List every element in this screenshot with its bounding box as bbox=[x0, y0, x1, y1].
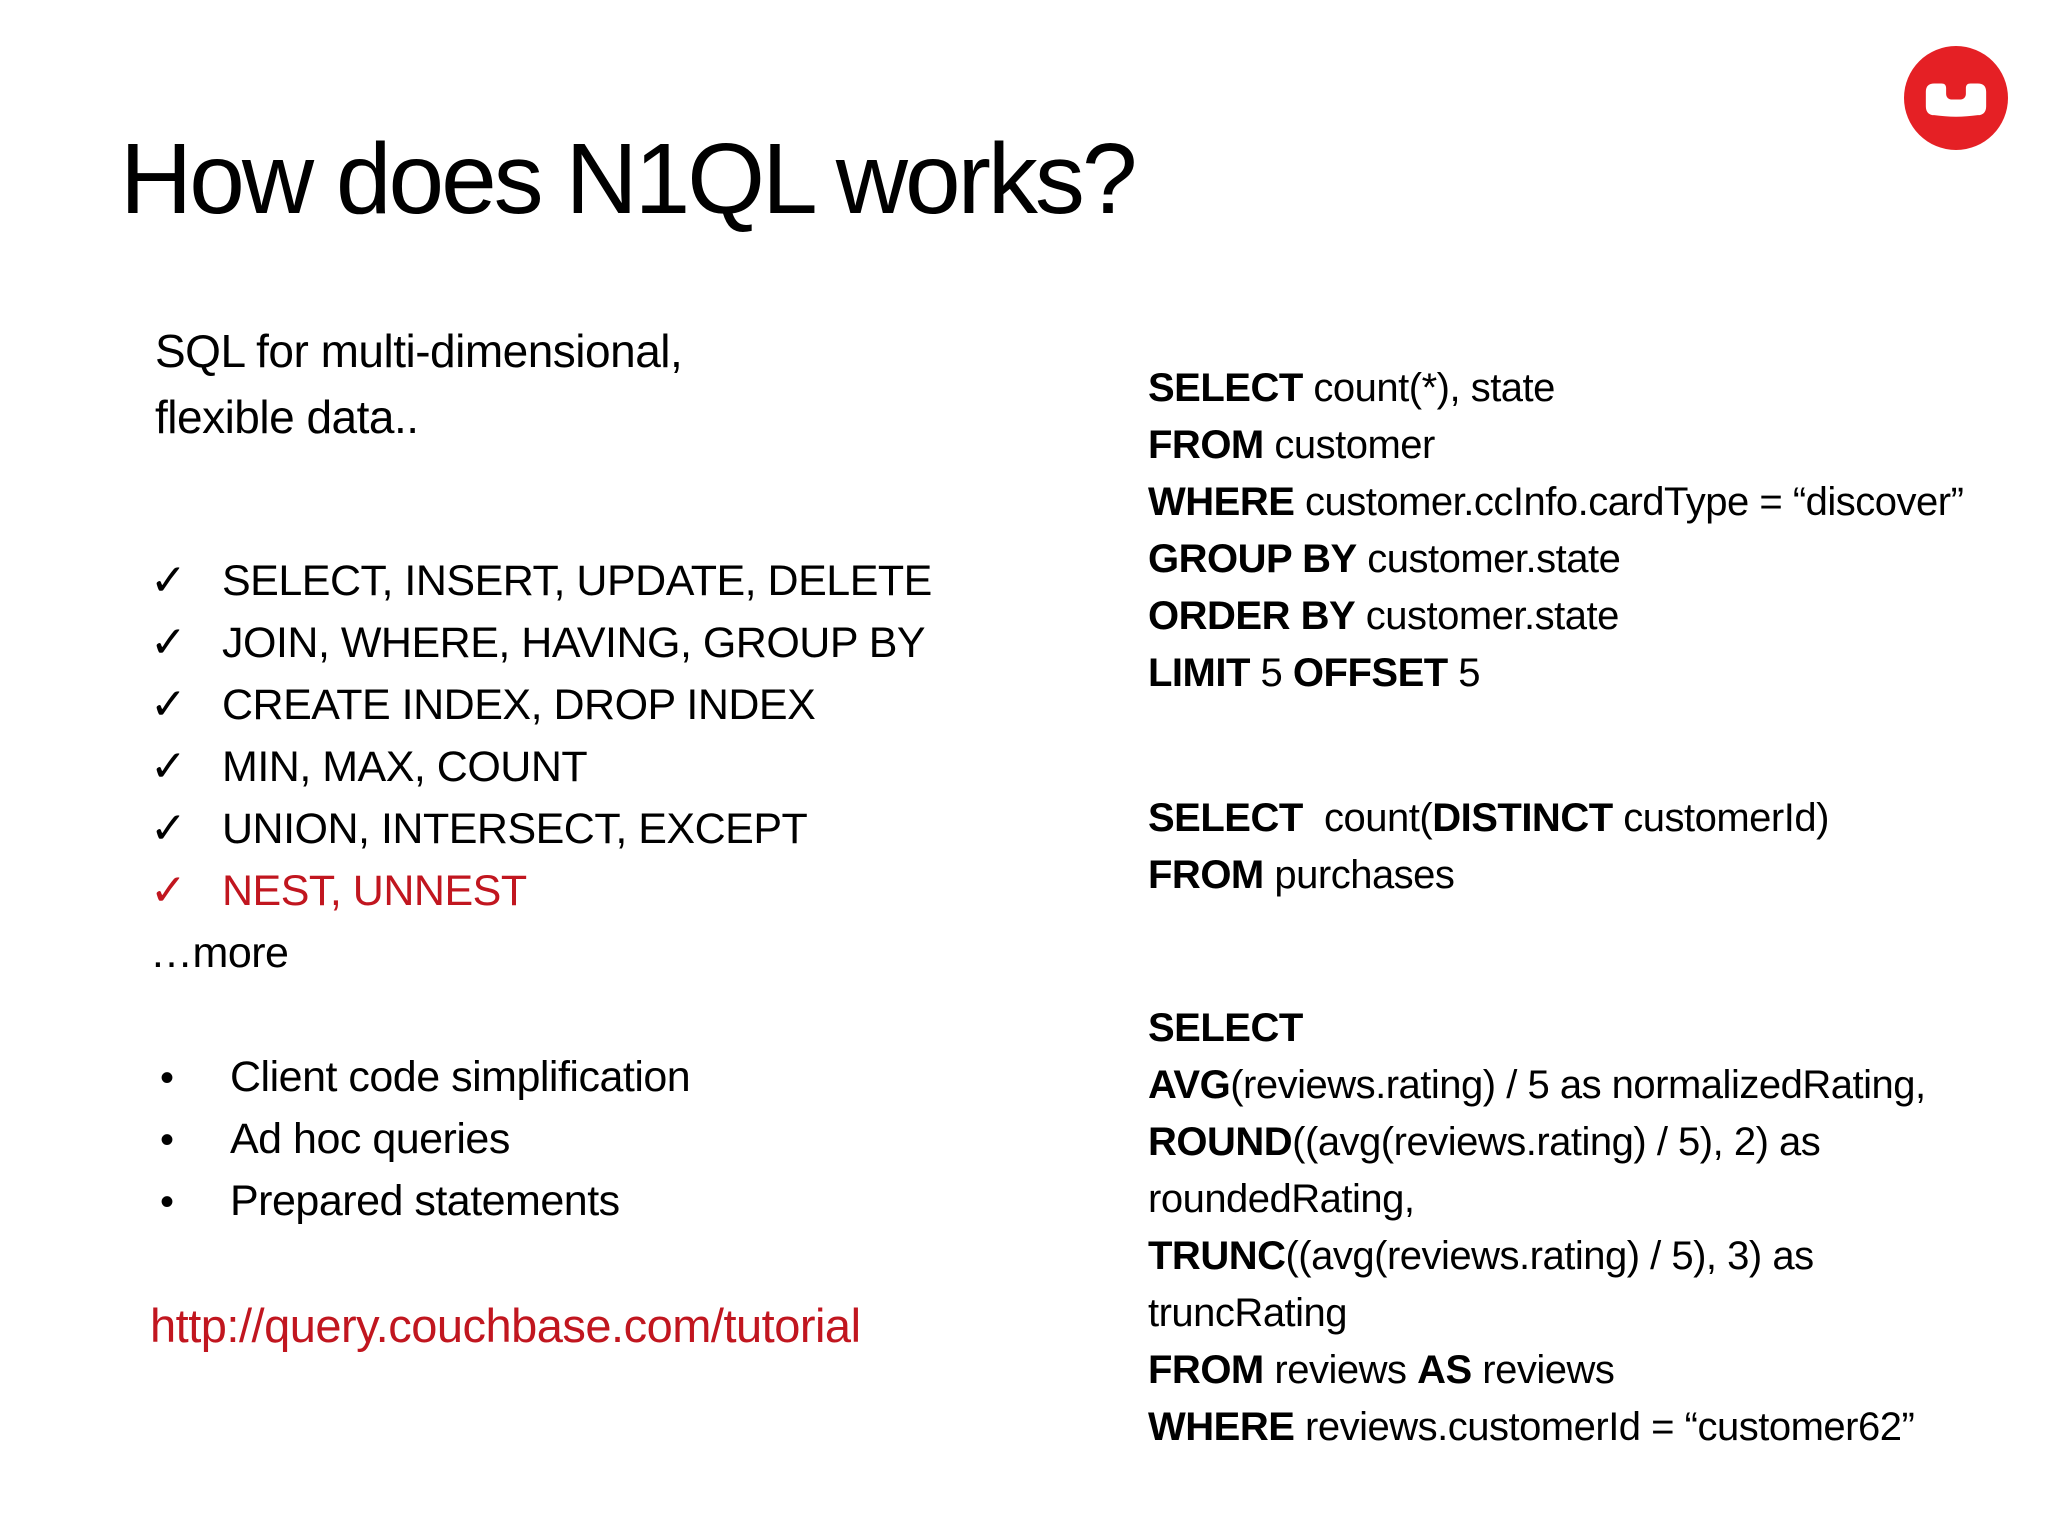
check-icon: ✓ bbox=[150, 742, 187, 791]
sql-text: customerId) bbox=[1612, 796, 1829, 840]
page-title: How does N1QL works? bbox=[120, 123, 1138, 235]
code-line: ROUND((avg(reviews.rating) / 5), 2) as bbox=[1148, 1114, 2048, 1171]
sql-text: purchases bbox=[1263, 853, 1455, 897]
sql-text: 5 bbox=[1447, 651, 1481, 695]
logo-circle bbox=[1904, 46, 2008, 150]
intro-line-2: flexible data.. bbox=[155, 391, 419, 443]
check-list-item: ✓ CREATE INDEX, DROP INDEX bbox=[150, 674, 1050, 736]
bullet-icon: • bbox=[160, 1180, 174, 1224]
check-list-item: ✓ JOIN, WHERE, HAVING, GROUP BY bbox=[150, 612, 1050, 674]
check-icon: ✓ bbox=[150, 556, 187, 605]
bullet-icon: • bbox=[160, 1056, 174, 1100]
sql-keyword: SELECT bbox=[1148, 366, 1303, 410]
tutorial-link[interactable]: http://query.couchbase.com/tutorial bbox=[150, 1299, 861, 1352]
list-item: • Client code simplification bbox=[152, 1046, 1052, 1108]
check-list-item-label: CREATE INDEX, DROP INDEX bbox=[222, 681, 816, 729]
sql-text: (reviews.rating) / 5 as normalizedRating… bbox=[1230, 1063, 1926, 1107]
check-icon: ✓ bbox=[150, 618, 187, 667]
sql-text: count(*), state bbox=[1302, 366, 1555, 410]
sql-keyword: FROM bbox=[1148, 423, 1264, 467]
list-item: • Prepared statements bbox=[152, 1170, 1052, 1232]
sql-text: customer.state bbox=[1356, 537, 1621, 581]
intro-line-1: SQL for multi-dimensional, bbox=[155, 325, 683, 377]
sql-text: ((avg(reviews.rating) / 5), 2) as bbox=[1292, 1120, 1821, 1164]
code-line: FROM purchases bbox=[1148, 847, 2048, 904]
sql-keyword: AVG bbox=[1148, 1063, 1231, 1107]
sql-keyword: WHERE bbox=[1148, 1405, 1295, 1449]
check-icon: ✓ bbox=[150, 804, 187, 853]
sql-text: customer.state bbox=[1355, 594, 1620, 638]
check-list-item: ✓ SELECT, INSERT, UPDATE, DELETE bbox=[150, 550, 1050, 612]
code-line: WHERE reviews.customerId = “customer62” bbox=[1148, 1399, 2048, 1456]
code-line: SELECT count(*), state bbox=[1148, 360, 2048, 417]
code-line: AVG(reviews.rating) / 5 as normalizedRat… bbox=[1148, 1057, 2048, 1114]
sql-keyword: ORDER BY bbox=[1148, 594, 1356, 638]
code-line: roundedRating, bbox=[1148, 1171, 2048, 1228]
sql-text: roundedRating, bbox=[1148, 1177, 1415, 1221]
sql-text: customer bbox=[1263, 423, 1435, 467]
bullet-icon: • bbox=[160, 1118, 174, 1162]
code-line: TRUNC((avg(reviews.rating) / 5), 3) as bbox=[1148, 1228, 2048, 1285]
sql-keyword: WHERE bbox=[1148, 480, 1295, 524]
code-line: WHERE customer.ccInfo.cardType = “discov… bbox=[1148, 474, 2048, 531]
intro-text: SQL for multi-dimensional, flexible data… bbox=[155, 318, 683, 450]
list-item: • Ad hoc queries bbox=[152, 1108, 1052, 1170]
sql-keyword: SELECT bbox=[1148, 796, 1303, 840]
list-item-label: Prepared statements bbox=[230, 1177, 620, 1225]
sql-text: reviews.customerId = “customer62” bbox=[1294, 1405, 1915, 1449]
check-list-item-label: SELECT, INSERT, UPDATE, DELETE bbox=[222, 557, 932, 605]
sql-text: ((avg(reviews.rating) / 5), 3) as bbox=[1285, 1234, 1814, 1278]
code-line: FROM reviews AS reviews bbox=[1148, 1342, 2048, 1399]
sql-text: truncRating bbox=[1148, 1291, 1348, 1335]
sql-keyword: SELECT bbox=[1148, 1006, 1303, 1050]
benefit-list: • Client code simplification • Ad hoc queri… bbox=[152, 1046, 1052, 1232]
sql-keyword: ROUND bbox=[1148, 1120, 1293, 1164]
sql-keyword: FROM bbox=[1148, 1348, 1264, 1392]
list-item-label: Client code simplification bbox=[230, 1053, 691, 1101]
sql-keyword: OFFSET bbox=[1292, 651, 1448, 695]
sql-keyword: GROUP BY bbox=[1148, 537, 1357, 581]
check-list-item-label: UNION, INTERSECT, EXCEPT bbox=[222, 805, 808, 853]
code-line: truncRating bbox=[1148, 1285, 2048, 1342]
check-list-item: ✓ NEST, UNNEST bbox=[150, 860, 1050, 922]
check-list-item-label: MIN, MAX, COUNT bbox=[222, 743, 588, 791]
check-list-item-label: JOIN, WHERE, HAVING, GROUP BY bbox=[222, 619, 926, 667]
sql-keyword: TRUNC bbox=[1148, 1234, 1286, 1278]
check-list-item: ✓ UNION, INTERSECT, EXCEPT bbox=[150, 798, 1050, 860]
check-icon: ✓ bbox=[150, 866, 187, 915]
sql-text: reviews bbox=[1263, 1348, 1418, 1392]
sql-keyword: LIMIT bbox=[1148, 651, 1250, 695]
sql-keyword: DISTINCT bbox=[1432, 796, 1613, 840]
code-line: GROUP BY customer.state bbox=[1148, 531, 2048, 588]
code-line: SELECT bbox=[1148, 1000, 2048, 1057]
feature-checklist: ✓ SELECT, INSERT, UPDATE, DELETE ✓ JOIN, WH… bbox=[150, 550, 1050, 922]
sql-text: count( bbox=[1302, 796, 1433, 840]
check-list-item-label: NEST, UNNEST bbox=[222, 867, 527, 915]
code-line: ORDER BY customer.state bbox=[1148, 588, 2048, 645]
sql-keyword: FROM bbox=[1148, 853, 1264, 897]
code-block-count-distinct: SELECT count(DISTINCT customerId)FROM pu… bbox=[1148, 790, 2048, 904]
more-label: …more bbox=[150, 929, 289, 977]
code-line: SELECT count(DISTINCT customerId) bbox=[1148, 790, 2048, 847]
check-icon: ✓ bbox=[150, 680, 187, 729]
sql-text: customer.ccInfo.cardType = “discover” bbox=[1294, 480, 1964, 524]
check-list-item: ✓ MIN, MAX, COUNT bbox=[150, 736, 1050, 798]
sql-keyword: AS bbox=[1417, 1348, 1472, 1392]
logo-couch-shape bbox=[1925, 83, 1987, 117]
couchbase-logo-icon bbox=[1904, 46, 2008, 150]
sql-text: reviews bbox=[1471, 1348, 1615, 1392]
list-item-label: Ad hoc queries bbox=[230, 1115, 510, 1163]
sql-text: 5 bbox=[1249, 651, 1293, 695]
code-line: LIMIT 5 OFFSET 5 bbox=[1148, 645, 2048, 702]
code-block-ratings: SELECT AVG(reviews.rating) / 5 as normali… bbox=[1148, 1000, 2048, 1456]
code-line: FROM customer bbox=[1148, 417, 2048, 474]
